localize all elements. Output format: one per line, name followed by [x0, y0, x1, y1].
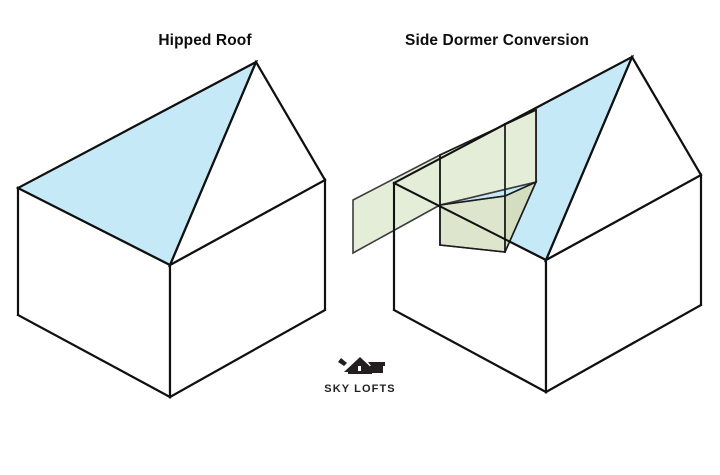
- logo-extension-body: [370, 366, 383, 373]
- left-house-base-line: [16, 308, 327, 399]
- dormer-wedge-top: [504, 181, 537, 197]
- logo-accent-slash: [338, 358, 347, 366]
- house-roof-icon: [338, 357, 385, 374]
- right-house-base-line: [392, 303, 703, 394]
- dormer-wedge-slope: [504, 181, 537, 253]
- sky-lofts-logo: SKY LOFTS: [324, 357, 395, 395]
- left-house-hip-ridge-line: [168, 60, 258, 267]
- panel-title-side-dormer-conversion: Side Dormer Conversion: [405, 32, 589, 49]
- right-house-hip-ridge-line: [544, 55, 634, 262]
- right-house-eave-line-front-right: [544, 173, 703, 262]
- left-house-eave-line-front-left: [16, 186, 172, 267]
- right-house-eave-line-front-left: [392, 181, 548, 262]
- logo-wordmark: SKY LOFTS: [324, 383, 395, 395]
- panel-hipped-roof: Hipped Roof: [15, 32, 327, 399]
- left-house-eave-line-front-right: [168, 178, 327, 267]
- right-house-ridge-line: [630, 55, 703, 177]
- left-house-ridge-line: [254, 60, 327, 182]
- right-house-hip-rafter-line: [392, 55, 634, 185]
- dormer-base-edge: [439, 244, 506, 253]
- panel-title-hipped-roof: Hipped Roof: [158, 32, 252, 49]
- left-house-hip-rafter-line: [16, 60, 258, 190]
- logo-window-notch: [358, 366, 361, 371]
- dormer-eave-edge: [439, 195, 506, 206]
- panel-side-dormer-conversion: Side Dormer Conversion: [352, 32, 703, 394]
- logo-roof-extension: [368, 362, 385, 366]
